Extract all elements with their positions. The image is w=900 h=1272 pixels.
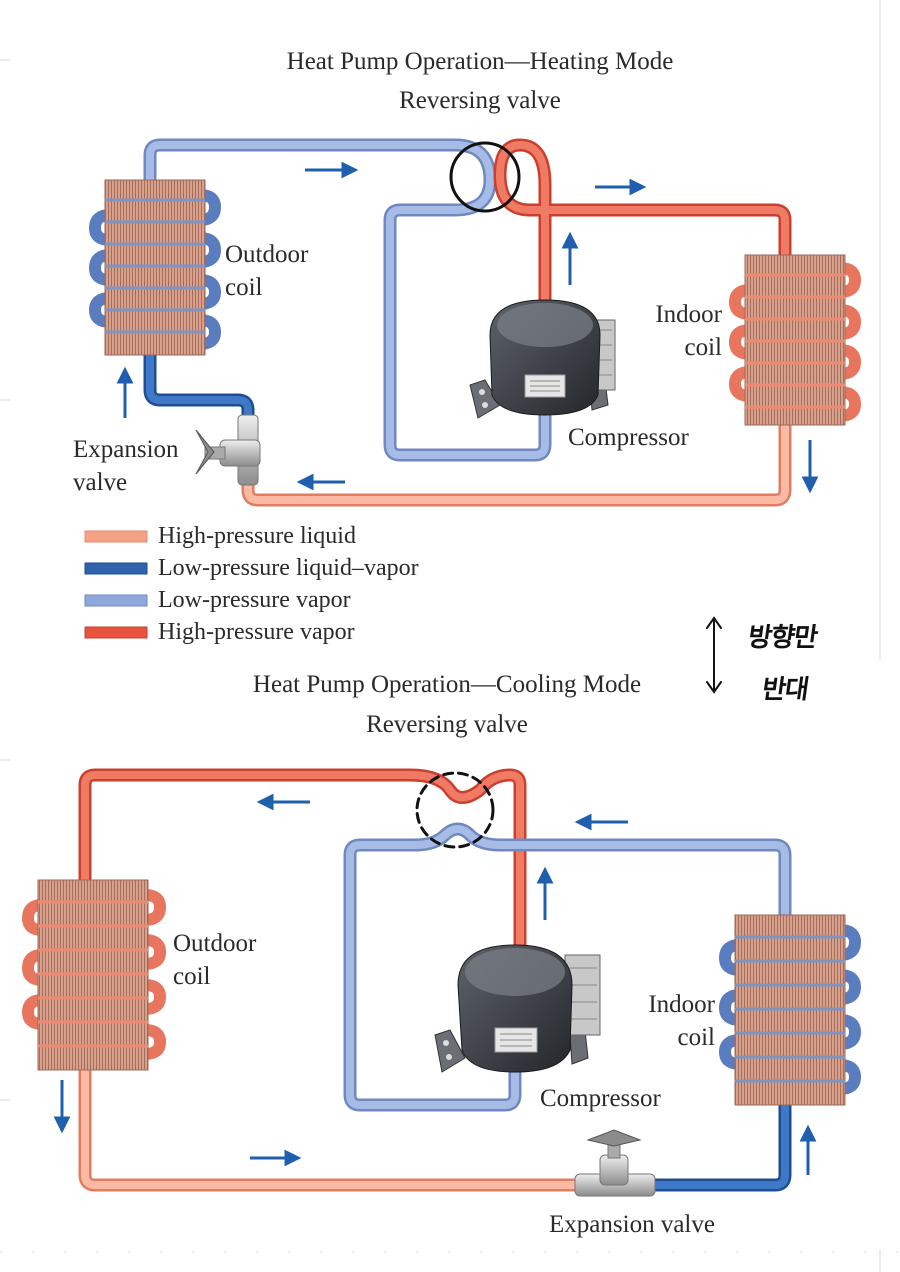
- cooling-indoor-coil-label-line2: coil: [677, 1024, 716, 1051]
- legend-label-low-pressure-liquid-vapor: Low-pressure liquid–vapor: [158, 555, 419, 581]
- cooling-outdoor-coil-label-line2: coil: [173, 963, 211, 990]
- heating-outdoor-coil-label-line1: Outdoor: [225, 241, 309, 268]
- cooling-indoor-coil: [718, 914, 862, 1106]
- legend-swatches: [84, 530, 148, 639]
- heating-indoor-coil-label-line1: Indoor: [655, 301, 722, 328]
- heating-indoor-coil: [728, 254, 862, 426]
- cooling-expansion-valve-label: Expansion valve: [549, 1211, 715, 1238]
- cooling-outdoor-coil: [21, 879, 167, 1071]
- heating-title: Heat Pump Operation—Heating Mode: [286, 48, 674, 75]
- legend-label-low-pressure-vapor: Low-pressure vapor: [158, 587, 351, 613]
- cooling-flow-arrows: [53, 793, 817, 1175]
- cooling-outdoor-coil-label: Outdoor coil: [173, 927, 256, 993]
- cooling-title: Heat Pump Operation—Cooling Mode: [252, 671, 642, 698]
- heating-indoor-coil-label-line2: coil: [684, 334, 723, 361]
- cooling-indoor-coil-label-line1: Indoor: [648, 991, 715, 1018]
- heating-diagram: [143, 138, 792, 507]
- cooling-reversing-valve-circle: [415, 771, 495, 849]
- heating-expansion-valve-label-line2: valve: [73, 469, 128, 496]
- heating-outdoor-coil-label-line2: coil: [225, 274, 263, 301]
- heating-expansion-valve-label: Expansion valve: [73, 433, 179, 499]
- heating-reversing-valve-circle: [449, 141, 521, 213]
- heating-outdoor-coil: [88, 179, 222, 356]
- heating-outdoor-coil-label: Outdoor coil: [225, 238, 308, 304]
- cooling-expansion-valve: [574, 1129, 656, 1197]
- cooling-pipe-high-liquid: [78, 1058, 587, 1192]
- heating-expansion-valve: [195, 414, 261, 486]
- cooling-compressor: [434, 944, 601, 1073]
- heating-compressor-label: Compressor: [568, 424, 689, 451]
- heating-pipe-low-liquid-vapor: [143, 343, 255, 432]
- heating-indoor-coil-label: Indoor coil: [620, 298, 722, 364]
- legend-label-high-pressure-liquid: High-pressure liquid: [158, 523, 356, 549]
- heating-reversing-valve-label: Reversing valve: [399, 87, 561, 114]
- hand-drawn-double-arrow: [706, 616, 722, 694]
- heating-compressor: [469, 299, 616, 419]
- handwritten-note-line1: 방향만: [745, 623, 819, 653]
- cooling-pipe-low-liquid-vapor: [643, 1093, 792, 1192]
- cooling-compressor-label: Compressor: [540, 1085, 661, 1112]
- cooling-reversing-valve-label: Reversing valve: [366, 711, 528, 738]
- heating-pipe-high-liquid: [241, 418, 792, 507]
- cooling-outdoor-coil-label-line1: Outdoor: [173, 930, 257, 957]
- heating-expansion-valve-label-line1: Expansion: [73, 436, 179, 463]
- legend-label-high-pressure-vapor: High-pressure vapor: [158, 619, 355, 645]
- cooling-diagram: [78, 768, 792, 1192]
- cooling-indoor-coil-label: Indoor coil: [610, 988, 715, 1054]
- handwritten-note-line2: 반대: [759, 675, 811, 705]
- heating-flow-arrows: [116, 161, 819, 494]
